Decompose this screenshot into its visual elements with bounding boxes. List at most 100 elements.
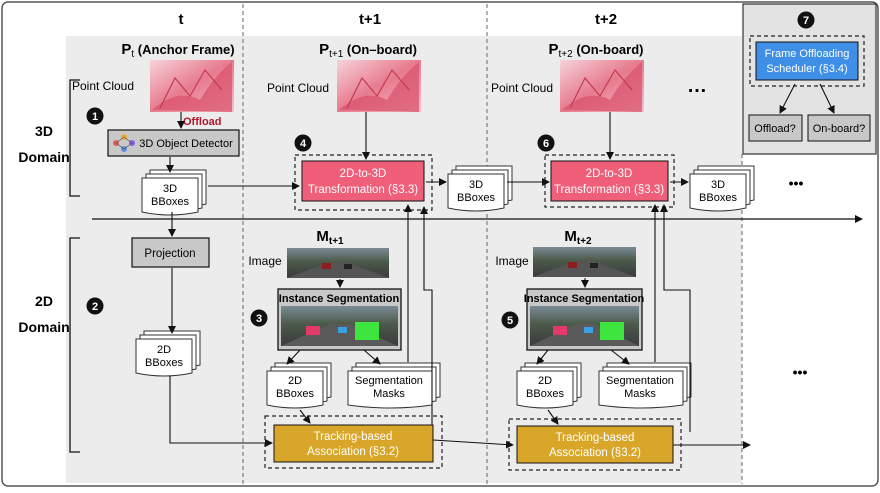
badge-1: 1 [86, 107, 104, 125]
svg-text:Instance Segmentation: Instance Segmentation [524, 293, 645, 305]
scheduler-dashed [749, 35, 865, 87]
svg-text:Instance Segmentation: Instance Segmentation [279, 293, 400, 305]
svg-text:6: 6 [543, 138, 549, 150]
arrow-tracking-to-transform-t1 [420, 206, 433, 425]
svg-text:BBoxes: BBoxes [457, 192, 495, 204]
tracking-label-t1-line1: Tracking-based [314, 431, 393, 443]
frame-title-pt2: Pt+2 (On-board) [549, 41, 644, 60]
tracking-box-t1 [273, 424, 434, 463]
bboxes3d-stack-t2: 3D BBoxes [689, 165, 755, 212]
badge-7: 7 [797, 11, 815, 29]
arrow-scheduler-to-offload [779, 83, 796, 114]
projection-box [131, 237, 210, 268]
point-cloud-label-t: Point Cloud [72, 79, 134, 93]
instance-segmentation-panel-t1: Instance Segmentation [277, 288, 402, 351]
transform-box-t2 [550, 160, 669, 202]
tracking-label-t2-line1: Tracking-based [556, 432, 635, 444]
offload-decision-label: Offload? [754, 123, 795, 135]
svg-text:BBoxes: BBoxes [526, 388, 564, 400]
svg-text:7: 7 [803, 15, 809, 27]
badge-4: 4 [294, 134, 312, 152]
arrow-2d-to-tracking-t1 [169, 376, 273, 447]
domain-3d-line1: 3D [35, 123, 53, 139]
ellipsis-top: … [687, 75, 707, 97]
frame-title-pt1: Pt+1 (On–board) [319, 41, 417, 60]
tracking-label-t1-line2: Association (§3.2) [307, 446, 399, 458]
bboxes3d-stack-t: 3D BBoxes [141, 169, 207, 216]
frame-title-mt2: Mt+2 [564, 228, 592, 247]
domain-3d-line2: Domain [18, 149, 69, 165]
transform-box-t1 [301, 160, 425, 202]
network-icon [113, 134, 135, 152]
svg-text:3D: 3D [469, 179, 483, 191]
transform-label-t2-line2: Transformation (§3.3) [554, 184, 664, 196]
offload-decision-box [748, 114, 803, 142]
arrow-seg-to-2d-t1 [286, 349, 301, 365]
brace-3d [69, 79, 80, 197]
svg-text:5: 5 [507, 315, 513, 327]
scheduler-box [755, 41, 859, 81]
segmentation-masks-stack-t2: Segmentation Masks [598, 362, 692, 409]
arrow-seg-to-2d-t2 [536, 349, 549, 365]
arrow-tracking-to-transform-t2 [660, 204, 691, 432]
domain-2d-line2: Domain [18, 319, 69, 335]
svg-text:1: 1 [92, 111, 98, 123]
svg-text:BBoxes: BBoxes [276, 388, 314, 400]
bboxes3d-stack-t1: 3D BBoxes [447, 165, 513, 212]
bboxes2d-stack-t: 2D BBoxes [135, 330, 201, 377]
dots-2d: ••• [793, 364, 808, 380]
point-cloud-thumbnail-t2 [560, 60, 644, 112]
arrow-2d-to-tracking-t1b [299, 409, 311, 424]
badge-6: 6 [537, 134, 555, 152]
svg-text:BBoxes: BBoxes [699, 192, 737, 204]
transform-label-t2-line1: 2D-to-3D [586, 168, 633, 180]
arrow-seg-to-masks-t1 [363, 349, 381, 365]
svg-text:4: 4 [300, 138, 307, 150]
transform-label-t1-line1: 2D-to-3D [340, 168, 387, 180]
svg-text:2D: 2D [157, 344, 171, 356]
point-cloud-label-t1: Point Cloud [267, 81, 329, 95]
transform-label-t1-line2: Transformation (§3.3) [308, 184, 418, 196]
arrow-2d-to-tracking-t2b [547, 409, 559, 425]
bboxes2d-stack-t1: 2D BBoxes [266, 362, 332, 409]
image-label-t2: Image [495, 254, 529, 268]
frame-title-mt1: Mt+1 [316, 228, 344, 247]
arrow-tracking-t1-to-tracking-t2 [432, 439, 514, 449]
projection-label: Projection [144, 248, 195, 260]
svg-text:Masks: Masks [624, 388, 656, 400]
arrow-seg-to-masks-t2 [610, 349, 630, 365]
svg-text:Segmentation: Segmentation [355, 375, 423, 387]
flow-arrows [166, 83, 835, 449]
offload-label: Offload [183, 116, 222, 128]
tracking-label-t2-line2: Association (§3.2) [549, 447, 641, 459]
bboxes2d-stack-t2: 2D BBoxes [516, 362, 582, 409]
tracking-dashed-t1 [264, 415, 443, 469]
svg-text:2D: 2D [288, 375, 302, 387]
image-label-t1: Image [248, 254, 282, 268]
onboard-decision-label: On-board? [813, 123, 866, 135]
frame-title-pt: Pt (Anchor Frame) [121, 41, 234, 60]
instance-segmentation-panel-t2: Instance Segmentation [524, 288, 645, 351]
camera-image-t2 [533, 247, 636, 277]
column-header-t: t [179, 11, 184, 28]
object-detector-label: 3D Object Detector [139, 138, 233, 150]
arrow-scheduler-to-onboard [819, 83, 835, 114]
badge-5: 5 [501, 311, 519, 329]
svg-text:3: 3 [256, 313, 262, 325]
camera-image-t1 [287, 248, 389, 278]
point-cloud-label-t2: Point Cloud [491, 81, 553, 95]
point-cloud-thumbnail-t [150, 60, 234, 112]
onboard-decision-box [807, 114, 871, 142]
segmentation-masks-stack-t1: Segmentation Masks [347, 362, 441, 409]
badge-3: 3 [250, 309, 268, 327]
column-header-t1: t+1 [359, 11, 381, 28]
svg-text:2: 2 [92, 301, 98, 313]
point-cloud-thumbnail-t1 [337, 60, 421, 112]
scheduler-label-line2: Scheduler (§3.4) [766, 63, 847, 75]
svg-text:3D: 3D [711, 179, 725, 191]
svg-text:Masks: Masks [373, 388, 405, 400]
dots-3d: ••• [789, 175, 804, 191]
svg-text:Segmentation: Segmentation [606, 375, 674, 387]
scheduler-label-line1: Frame Offloading [765, 48, 850, 60]
